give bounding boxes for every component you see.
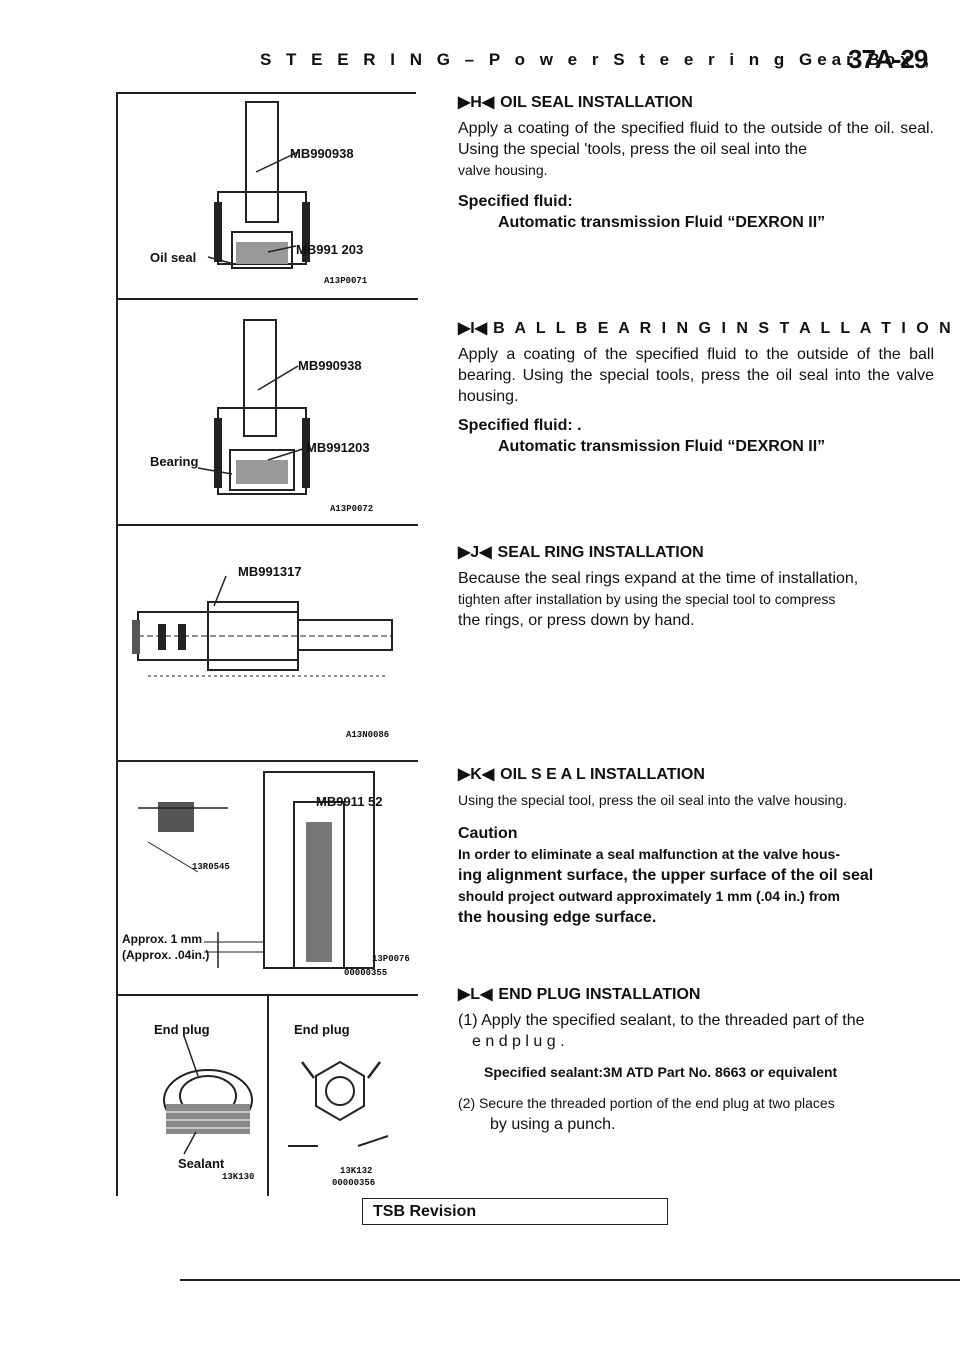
tsb-revision-box: TSB Revision (362, 1198, 668, 1225)
page-number: 37A-29 (848, 44, 928, 74)
figure-code: A13P0072 (330, 504, 374, 514)
figure-column: MB990938 MB991 203 Oil seal A13P0071 MB9… (116, 92, 418, 1196)
part-label: Bearing (150, 454, 199, 469)
instruction-text: by using a punch. (490, 1116, 616, 1133)
instruction-text: (1) Apply the specified sealant, to the … (458, 1012, 865, 1029)
caution-text: ing alignment surface, the upper surface… (458, 867, 874, 884)
figure-oil-seal-installation: MB990938 MB991 203 Oil seal A13P0071 (118, 92, 418, 300)
instruction-text: Apply a coating of the specified fluid t… (458, 120, 934, 158)
caution-text: In order to eliminate a seal malfunction… (458, 846, 840, 862)
instruction-text: the rings, or press down by hand. (458, 612, 695, 629)
figure-code: 00000356 (332, 1178, 376, 1188)
header-title: S T E E R I N G – P o w e r S t e e r i … (260, 50, 935, 69)
caution-label: Caution (458, 825, 518, 842)
caution-text: should project outward approximately 1 m… (458, 888, 840, 904)
section-heading: ▶H◀ OIL SEAL INSTALLATION (458, 92, 934, 112)
instruction-text: e n d p l u g . (472, 1033, 565, 1050)
section-end-plug-installation: ▶L◀ END PLUG INSTALLATION (1) Apply the s… (458, 984, 934, 1135)
instruction-text: tighten after installation by using the … (458, 591, 836, 607)
spec-label: Specified fluid: (458, 193, 573, 210)
spec-label: Specified fluid: . (458, 417, 582, 434)
end-plug-drawing (163, 996, 389, 1196)
section-heading: ▶I◀ B A L L B E A R I N G I N S T A L L A… (458, 318, 951, 338)
figure-column-top-rule (116, 92, 416, 94)
figure-end-plug: End plug Sealant 13K130 End plug 13K132 … (118, 996, 418, 1196)
approx-metric: Approx. 1 mm (122, 932, 203, 946)
tool-label: MB990938 (290, 146, 354, 161)
oil-seal-tool-drawing (207, 101, 310, 269)
figure-code: 00000355 (344, 968, 388, 978)
oil-seal-depth-drawing (138, 771, 375, 969)
section-marker: ▶L◀ (458, 986, 493, 1003)
section-heading: ▶L◀ END PLUG INSTALLATION (458, 984, 934, 1004)
section-heading: ▶J◀ SEAL RING INSTALLATION (458, 542, 934, 562)
detail-code: 13R0545 (192, 862, 230, 872)
instruction-text: Because the seal rings expand at the tim… (458, 570, 859, 587)
tool-label: MB991317 (238, 564, 302, 579)
figure-bearing-installation: MB990938 MB991203 Bearing A13P0072 (118, 300, 418, 526)
tool-label: MB990938 (298, 358, 362, 373)
spec-value: Automatic transmission Fluid “DEXRON II” (498, 214, 826, 231)
figure-code: 13K132 (340, 1166, 373, 1176)
spec-value: Automatic transmission Fluid “DEXRON II” (498, 438, 826, 455)
seal-ring-tool-drawing (132, 575, 393, 677)
section-seal-ring-installation: ▶J◀ SEAL RING INSTALLATION Because the se… (458, 542, 934, 631)
section-marker: ▶I◀ (458, 320, 488, 337)
instruction-text: Using the special tool, press the oil se… (458, 792, 848, 808)
section-marker: ▶K◀ (458, 766, 495, 783)
figure-code: 13K130 (222, 1172, 255, 1182)
tool-label: MB9911 52 (316, 794, 383, 809)
section-title: B A L L B E A R I N G I N S T A L L A T … (493, 320, 954, 337)
approx-imperial: (Approx. .04in.) (122, 948, 210, 962)
caution-text: the housing edge surface. (458, 909, 657, 926)
instruction-text: Apply a coating of the specified fluid t… (458, 346, 934, 405)
figure-code: A13P0071 (324, 276, 368, 286)
section-marker: ▶H◀ (458, 94, 495, 111)
section-heading: ▶K◀ OIL S E A L INSTALLATION (458, 764, 934, 784)
figure-code: A13N0086 (346, 730, 390, 740)
section-title: SEAL RING INSTALLATION (497, 544, 704, 561)
instruction-text: valve housing. (458, 162, 548, 178)
footer-rule (180, 1279, 960, 1281)
end-plug-label: End plug (154, 1022, 210, 1037)
page-header: S T E E R I N G – P o w e r S t e e r i … (0, 44, 960, 80)
section-oil-seal-installation-2: ▶K◀ OIL S E A L INSTALLATION Using the sp… (458, 764, 934, 928)
tool-label: MB991 203 (296, 242, 364, 257)
section-marker: ▶J◀ (458, 544, 492, 561)
part-label: Oil seal (150, 250, 197, 265)
section-title: OIL SEAL INSTALLATION (500, 94, 693, 111)
section-title: END PLUG INSTALLATION (498, 986, 701, 1003)
tool-label: MB991203 (306, 440, 370, 455)
sealant-label: Sealant (178, 1156, 225, 1171)
figure-seal-ring-installation: MB991317 A13N0086 (118, 526, 418, 762)
instruction-text: (2) Secure the threaded portion of the e… (458, 1095, 835, 1111)
figure-code: 13P0076 (372, 954, 410, 964)
end-plug-label: End plug (294, 1022, 350, 1037)
section-title: OIL S E A L INSTALLATION (500, 766, 705, 783)
bearing-tool-drawing (197, 319, 310, 495)
section-oil-seal-installation: ▶H◀ OIL SEAL INSTALLATION Apply a coating… (458, 92, 934, 233)
section-ball-bearing-installation: ▶I◀ B A L L B E A R I N G I N S T A L L A… (458, 318, 951, 457)
figure-oil-seal-depth: MB9911 52 13R0545 Approx. 1 mm (Approx. … (118, 762, 418, 996)
sealant-spec: Specified sealant:3M ATD Part No. 8663 o… (484, 1064, 838, 1080)
